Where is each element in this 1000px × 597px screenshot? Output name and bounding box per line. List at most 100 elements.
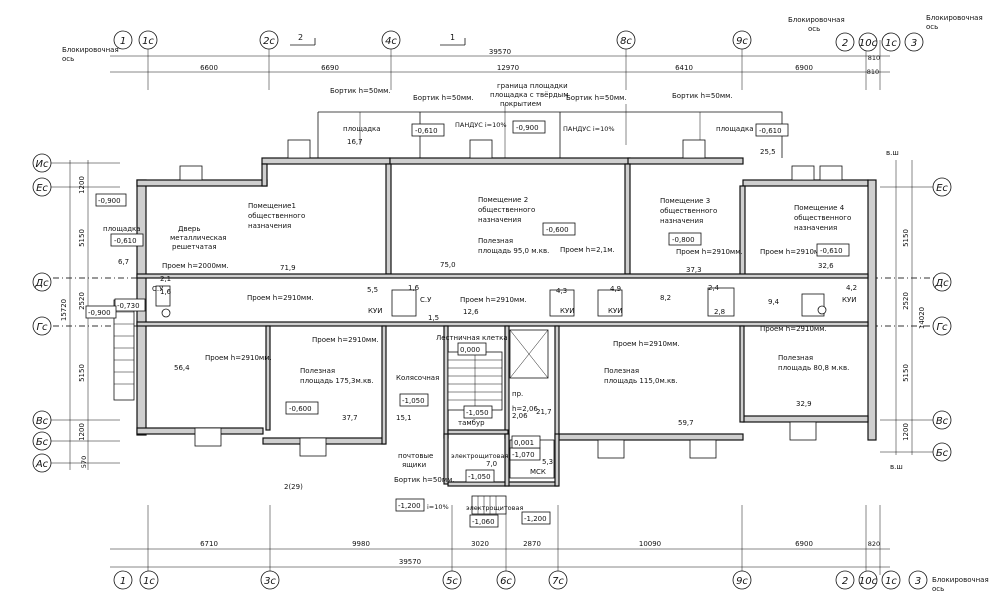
axis-bot-3: 3с xyxy=(264,576,276,587)
useful-area-1: Полезная xyxy=(300,367,335,375)
useful-area-2: Полезная xyxy=(478,237,513,245)
elevation-mark: -1,070 xyxy=(512,451,535,459)
elevation-mark: -0,600 xyxy=(289,405,312,413)
area-value: 16,7 xyxy=(347,138,363,146)
room-4-name: Помещение 4 xyxy=(794,204,845,212)
room-1-name: общественного xyxy=(248,212,305,220)
ramp-slope-label: ПАНДУС i=10% xyxy=(455,121,507,129)
area-value: 15,1 xyxy=(396,414,412,422)
curb-label: Бортик h=50мм. xyxy=(413,94,474,102)
axis-left-1: Ис xyxy=(36,159,49,170)
block-axis-label: Блокировочная xyxy=(62,46,119,54)
dim-right-total: 14020 xyxy=(918,307,926,329)
vent-label: в.ш xyxy=(886,149,899,157)
useful-area-3: площадь 115,0м.кв. xyxy=(604,377,678,385)
dim-left-3: 2520 xyxy=(78,292,86,310)
curb-label: Бортик h=50мм. xyxy=(394,476,455,484)
room-3-name: общественного xyxy=(660,207,717,215)
opening-label: Проем h=2910мм. xyxy=(312,336,379,344)
axis-bot-5: 6с xyxy=(500,576,512,587)
section-ref: 2(29) xyxy=(284,483,303,491)
block-axis-label: ось xyxy=(926,23,938,31)
area-value: 4,3 xyxy=(556,287,567,295)
elevation-marks: -0,610 -0,900 -0,610 -0,610 -0,900 -0,61… xyxy=(85,120,850,528)
dim-right-5: 810 xyxy=(867,68,879,76)
useful-area-3: Полезная xyxy=(604,367,639,375)
room-2-name: назначения xyxy=(478,216,521,224)
window-pits xyxy=(194,329,817,479)
dim-bot-7: 820 xyxy=(868,540,880,548)
area-value: 2,06 xyxy=(512,412,528,420)
dim-right-2: 2520 xyxy=(902,292,910,310)
opening-label: Проем h=2910мм. xyxy=(760,248,827,256)
elevation-mark: -0,610 xyxy=(114,237,137,245)
axis-right-1: Ес xyxy=(936,183,948,194)
area-value: 59,7 xyxy=(678,419,694,427)
dim-left-total: 15720 xyxy=(60,299,68,321)
dim-bot-2: 9980 xyxy=(352,540,370,548)
area-value: 5,3 xyxy=(542,458,553,466)
bottom-dimensions: 6710 9980 3020 2870 10090 6900 820 39570 xyxy=(110,505,890,575)
left-dimensions: 1200 5150 2520 5150 1200 570 15720 xyxy=(60,160,89,470)
elevation-mark: -0,610 xyxy=(759,127,782,135)
electrical-room-label: электрощитовая xyxy=(466,504,523,512)
dim-right-3: 5150 xyxy=(902,364,910,382)
elevation-mark: -1,050 xyxy=(466,409,489,417)
axis-top-3: 2с xyxy=(263,36,275,47)
axis-top-6: 9с xyxy=(736,36,748,47)
terrace-platform xyxy=(179,104,843,181)
area-value: 71,9 xyxy=(280,264,296,272)
area-value: 2,8 xyxy=(714,308,725,316)
kui-label: КУИ xyxy=(842,296,856,304)
dim-left-5: 1200 xyxy=(78,423,86,441)
axis-bot-8: 2 xyxy=(842,576,848,587)
area-value: 37,7 xyxy=(342,414,358,422)
dim-left-1: 1200 xyxy=(78,176,86,194)
su-label: С.У xyxy=(152,285,164,293)
elevation-mark: -0,900 xyxy=(88,309,111,317)
stair-label: Лестничная клетка xyxy=(436,334,508,342)
room-1-name: назначения xyxy=(248,222,291,230)
vestibule-label: тамбур xyxy=(458,419,485,427)
ramp-slope-label: i=10% xyxy=(427,503,449,511)
elevation-mark: -1,060 xyxy=(472,518,495,526)
curb-label: Бортик h=50мм. xyxy=(330,87,391,95)
useful-area-4: Полезная xyxy=(778,354,813,362)
opening-label: Проем h=2000мм. xyxy=(162,262,229,270)
room-1-name: Помещение1 xyxy=(248,202,296,210)
axis-bot-10: 1с xyxy=(885,576,897,587)
electrical-room-label: электрощитовая xyxy=(451,452,508,460)
bathroom-fixtures xyxy=(155,285,827,318)
area-value: 7,0 xyxy=(486,460,497,468)
opening-label: Проем h=2910мм. xyxy=(247,294,314,302)
room-4-name: назначения xyxy=(794,224,837,232)
platform-label: площадка xyxy=(103,225,141,233)
block-axis-label: ось xyxy=(932,585,944,593)
vent-label: в.ш xyxy=(890,463,903,471)
elevation-mark: -0,610 xyxy=(415,127,438,135)
msk-label: МСК xyxy=(530,468,546,476)
dim-bot-5: 10090 xyxy=(639,540,661,548)
axis-bot-1: 1 xyxy=(120,576,126,587)
opening-label: Проем h=2910мм. xyxy=(205,354,272,362)
elevation-mark: -1,050 xyxy=(402,397,425,405)
dim-bot-1: 6710 xyxy=(200,540,218,548)
area-value: 6,7 xyxy=(118,258,129,266)
elevation-mark: -0,900 xyxy=(98,197,121,205)
area-value: 75,0 xyxy=(440,261,456,269)
room-labels: Помещение1 общественного назначения Поме… xyxy=(103,82,903,512)
useful-area-2: площадь 95,0 м.кв. xyxy=(478,247,549,255)
area-value: 56,4 xyxy=(174,364,190,372)
area-value: 4,9 xyxy=(610,285,621,293)
room-3-name: Помещение 3 xyxy=(660,197,710,205)
axis-top-1: 1 xyxy=(120,36,126,47)
block-axis-label: Блокировочная xyxy=(932,576,989,584)
room-2-name: общественного xyxy=(478,206,535,214)
mailbox-label: ящики xyxy=(402,461,426,469)
dim-left-6: 570 xyxy=(80,456,88,468)
axis-top-8: 10с xyxy=(859,38,878,49)
block-axis-label: ось xyxy=(808,25,820,33)
elevation-mark: -0,600 xyxy=(546,226,569,234)
dim-top-5: 6900 xyxy=(795,64,813,72)
